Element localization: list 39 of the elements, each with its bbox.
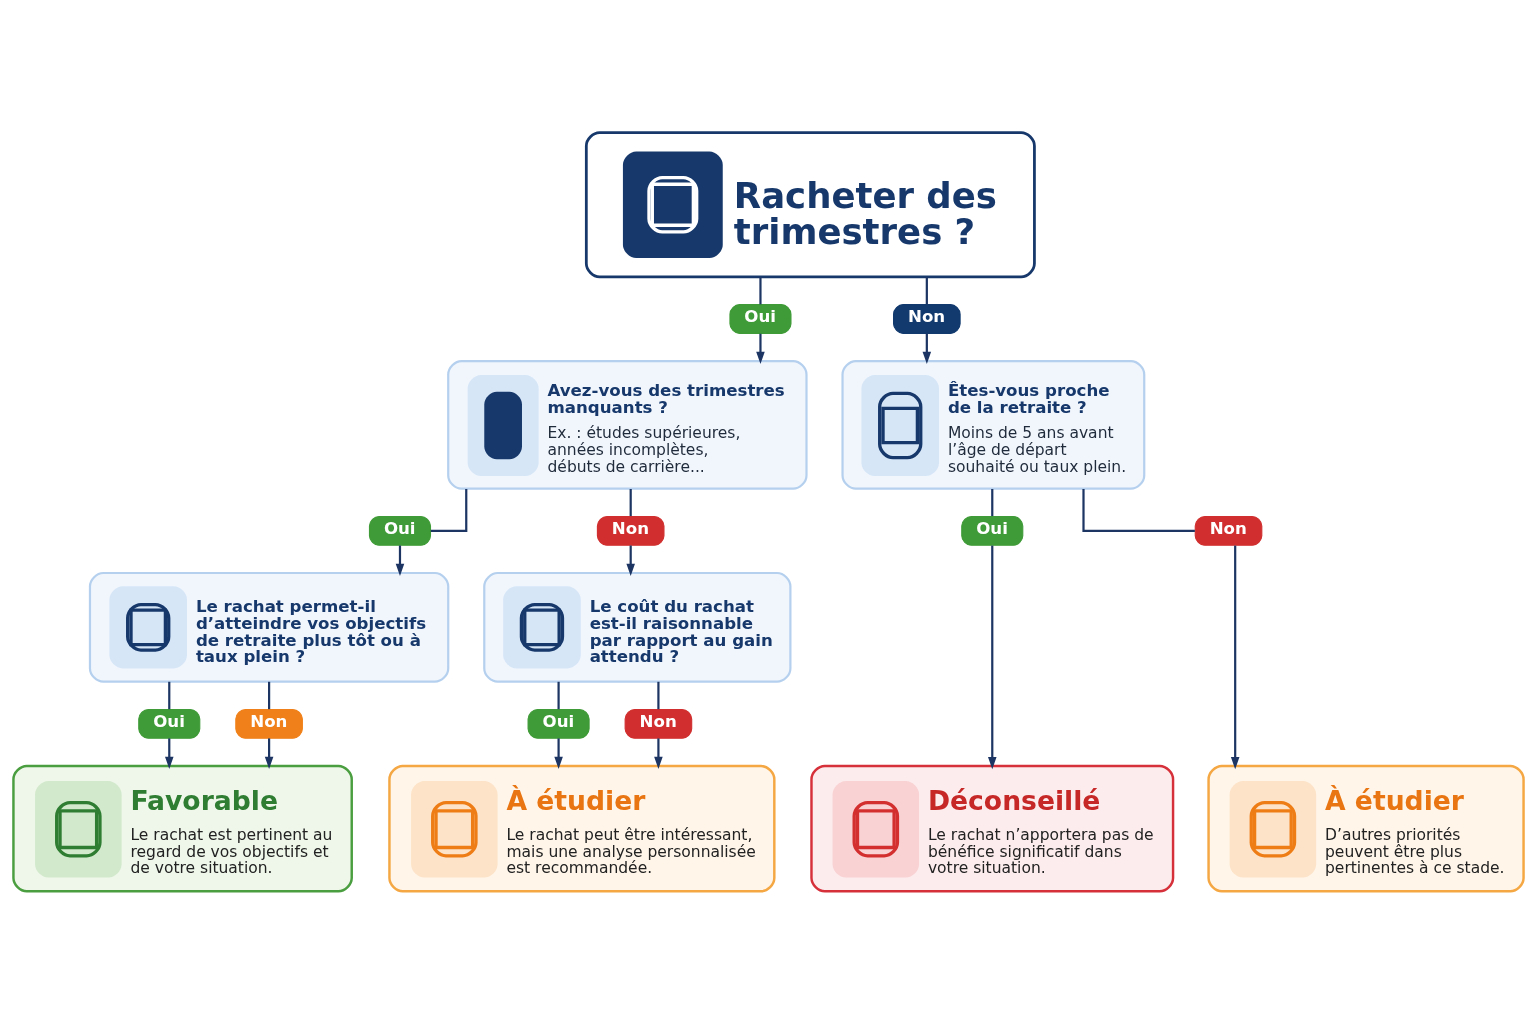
- node-box: Le rachat permet-il d’atteindre vos objectifs de retraite plus tôt ou à taux plein ?: [88, 571, 449, 683]
- arrow: [922, 333, 931, 365]
- connector: [629, 489, 632, 517]
- connector: [925, 277, 928, 305]
- node-box: Oui: [137, 708, 200, 739]
- node-box: Non: [1194, 515, 1262, 546]
- node-box: À étudier D’autres priorités peuvent être plus pertinentes à ce stade.: [1206, 764, 1525, 893]
- node-box: Le coût du rachat est-il raisonnable par rapport au gain attendu ?: [482, 571, 791, 683]
- connector: [656, 681, 660, 710]
- connector: [1081, 489, 1195, 532]
- node-box: Non: [596, 515, 664, 546]
- connector: [167, 681, 170, 710]
- node-box: Déconseillé Le rachat n’apportera pas de bénéfice significatif dans votre situation.: [809, 764, 1174, 893]
- node-box: Êtes-vous proche de la retraite ? Moins de 5 ans avant l’âge de départ souhaité ou taux plein.: [840, 360, 1145, 490]
- arrow: [264, 738, 273, 769]
- node-box: Non: [234, 708, 303, 739]
- node-box: Non: [892, 304, 961, 334]
- node-box: Oui: [728, 304, 791, 334]
- connector: [430, 489, 467, 532]
- node-box: Favorable Le rachat est pertinent au regard de vos objectifs et de votre situation.: [11, 764, 353, 893]
- node-box: Racheter des trimestres ?: [584, 131, 1036, 279]
- node-box: Avez-vous des trimestres manquants ? Ex. : études supérieures, années incomplètes, débuts de carrière...: [446, 360, 808, 490]
- node-box: À étudier Le rachat peut être intéressant, mais une analyse personnalisée est recommandée.: [387, 764, 776, 893]
- node-box: Non: [624, 708, 692, 739]
- node-box: Oui: [960, 515, 1023, 546]
- node-box: Oui: [368, 515, 431, 546]
- arrow: [164, 738, 174, 769]
- connector: [990, 489, 993, 517]
- arrow: [653, 738, 663, 769]
- arrow: [755, 333, 765, 365]
- connector: [758, 277, 762, 305]
- connector: [267, 681, 270, 710]
- node-box: Oui: [527, 708, 590, 739]
- arrow: [625, 545, 635, 576]
- arrow: [1230, 545, 1239, 770]
- arrow: [553, 738, 563, 769]
- connector: [557, 681, 560, 710]
- arrow: [395, 545, 404, 576]
- arrow: [987, 545, 997, 770]
